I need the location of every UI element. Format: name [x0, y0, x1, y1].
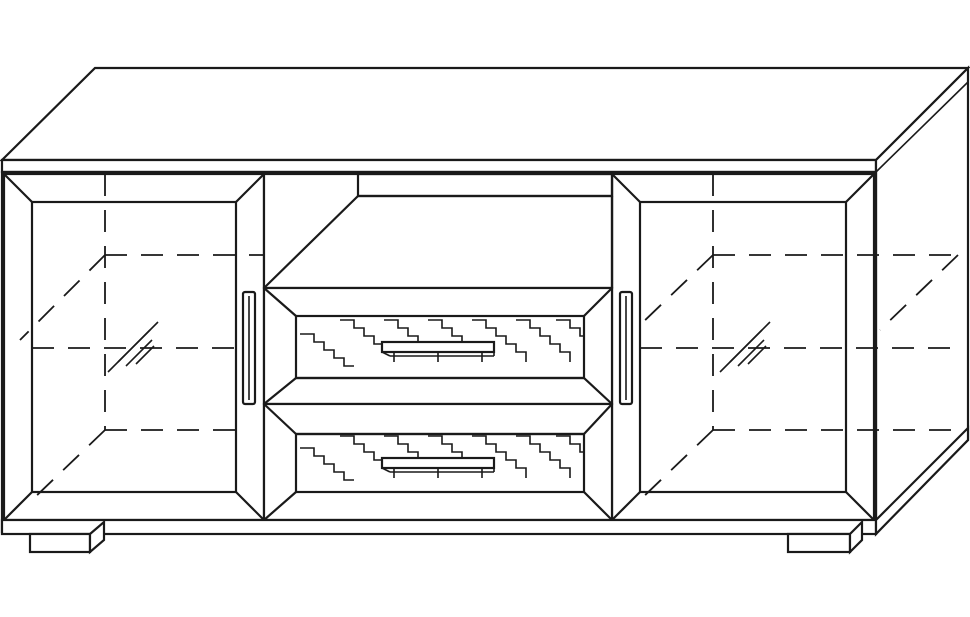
left-door-handle[interactable] — [241, 290, 257, 406]
lower-drawer[interactable] — [262, 402, 614, 522]
open-shelf — [262, 172, 614, 290]
right-glass-reflection-icon — [719, 321, 771, 373]
cabinet-base — [0, 425, 970, 537]
right-door-handle[interactable] — [618, 290, 634, 406]
drawer-separator — [296, 376, 584, 436]
right-foot — [786, 519, 864, 555]
lower-drawer-handle[interactable] — [380, 456, 496, 473]
upper-drawer[interactable] — [262, 286, 614, 406]
right-glass-door[interactable] — [610, 172, 960, 522]
left-foot — [28, 519, 106, 555]
right-door-hidden-lines — [639, 174, 960, 501]
left-glass-reflection-icon — [107, 321, 159, 373]
upper-drawer-handle[interactable] — [380, 340, 496, 357]
cabinet-top — [0, 66, 970, 174]
